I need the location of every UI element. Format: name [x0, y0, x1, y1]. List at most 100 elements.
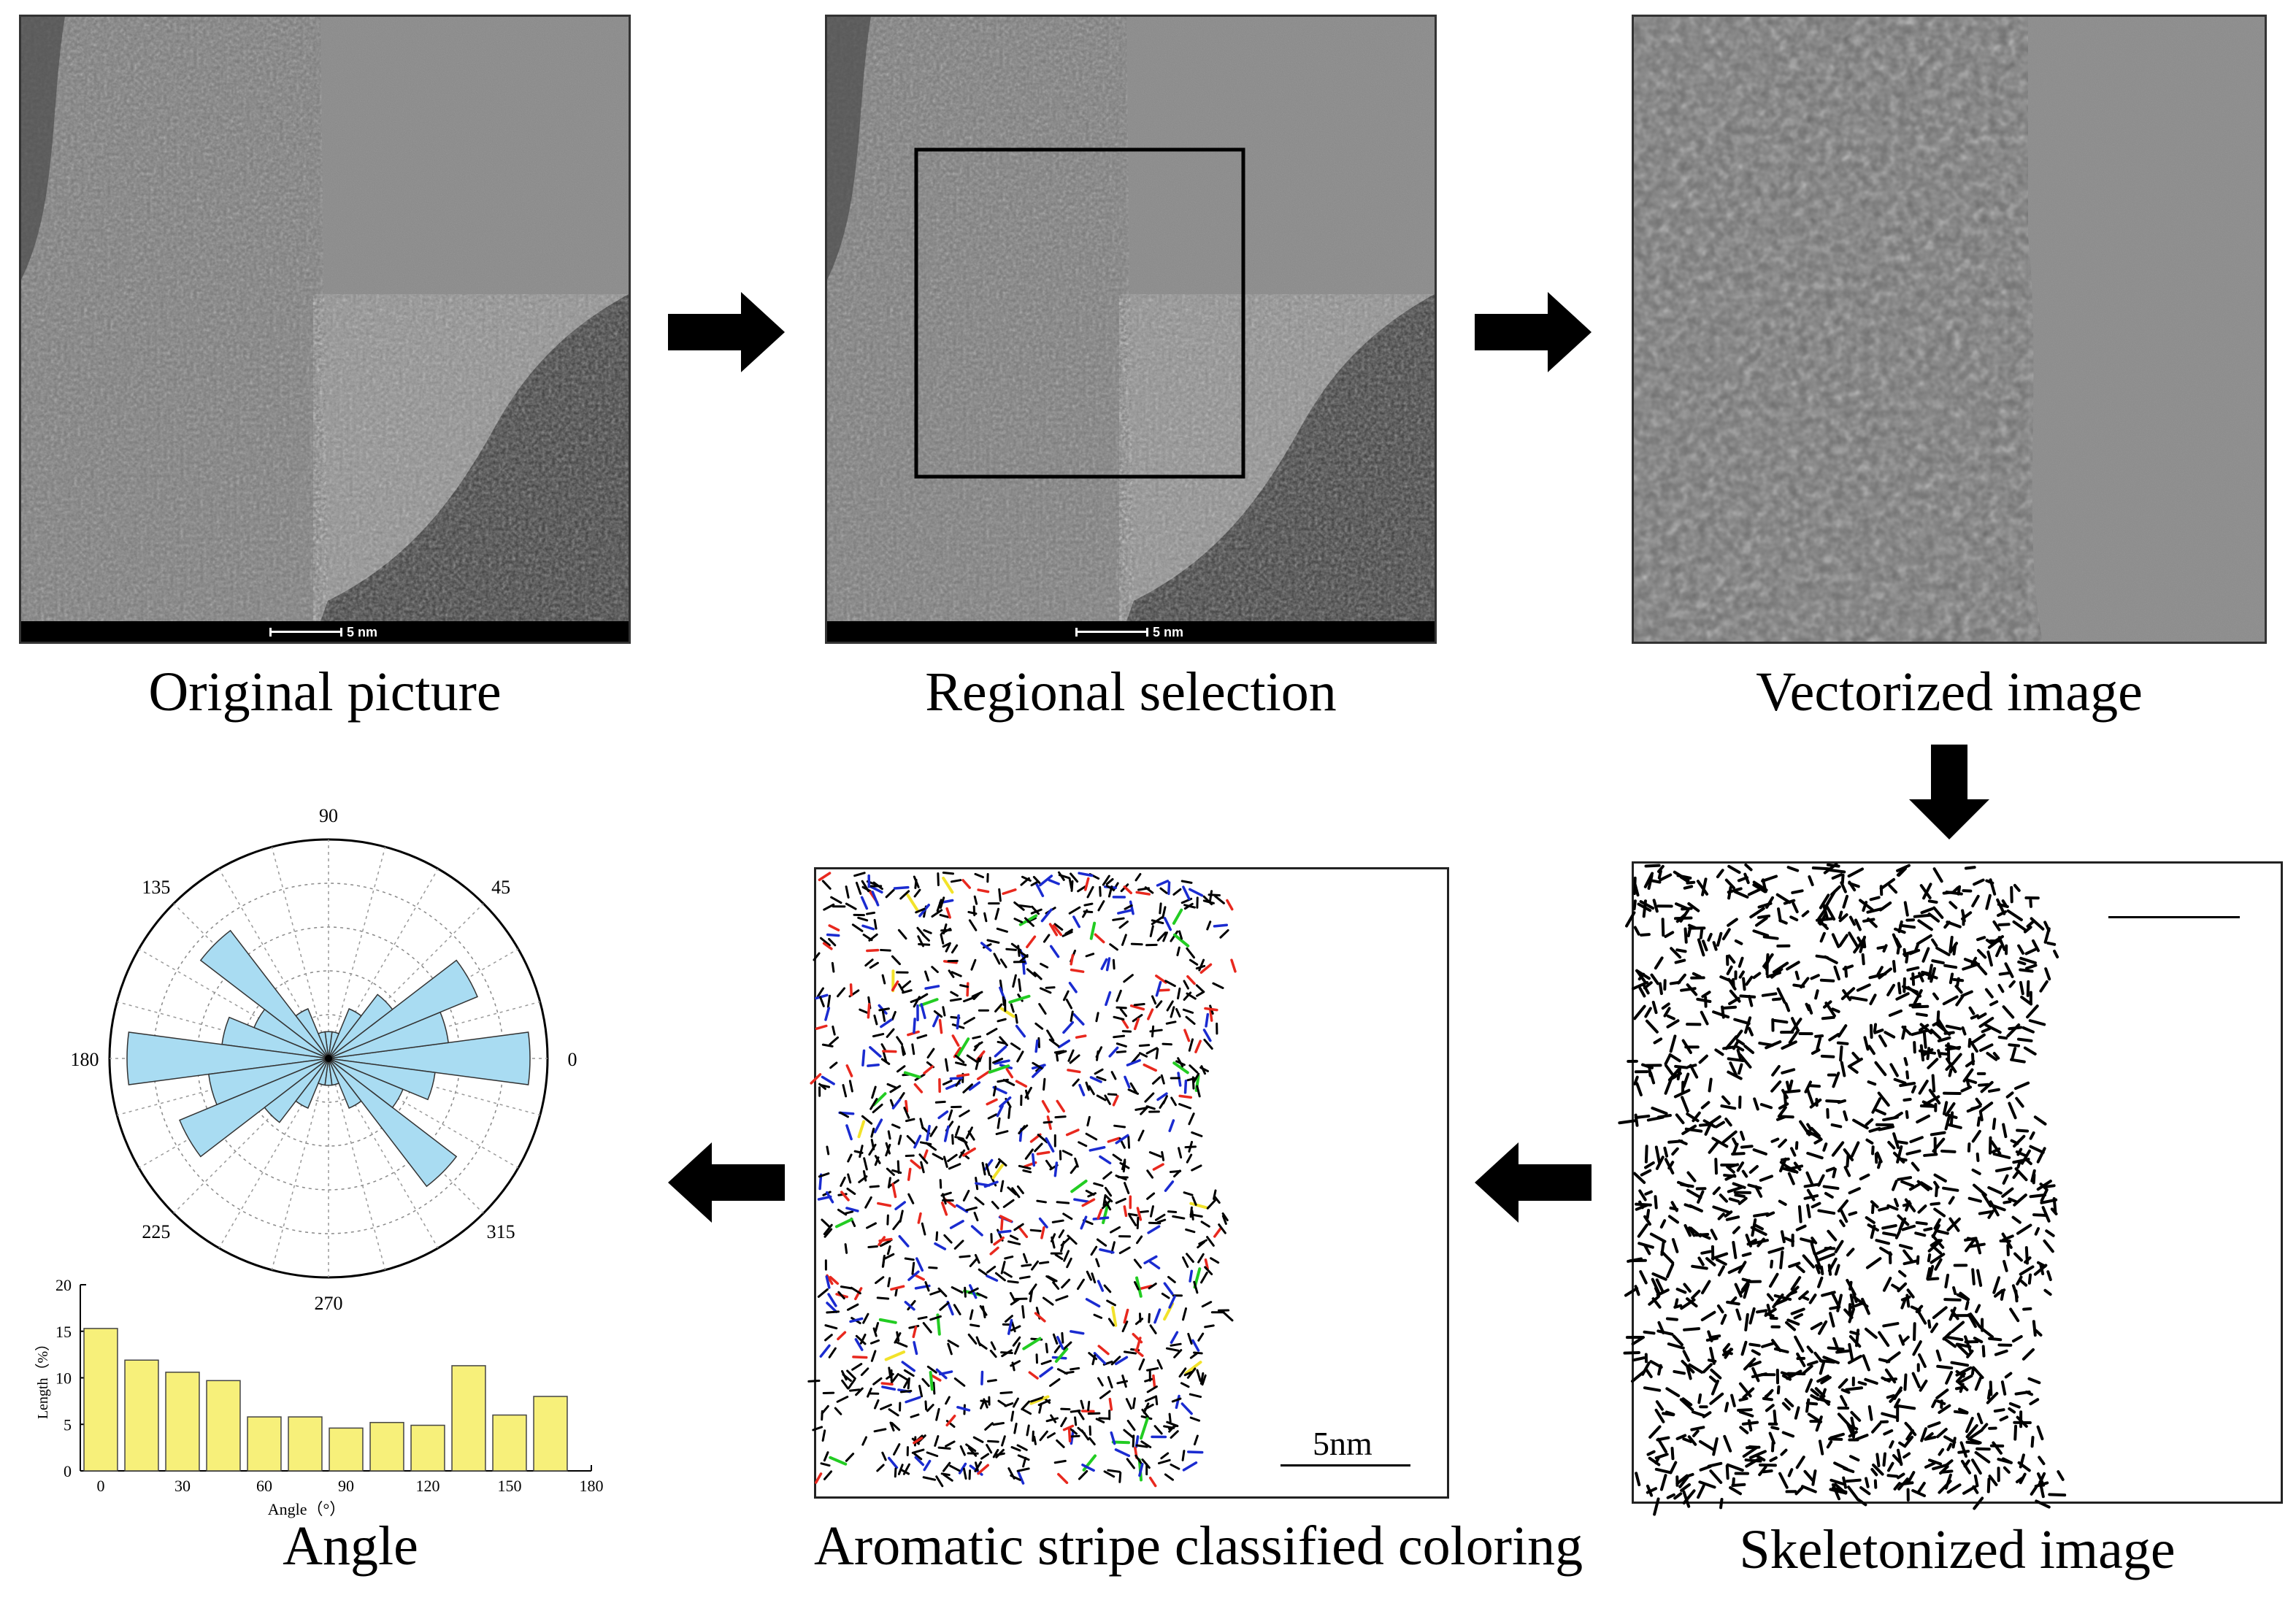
skeleton-stripe — [1711, 1137, 1729, 1148]
skeleton-stripe — [1893, 1482, 1901, 1491]
skeleton-stripe — [1992, 1052, 2000, 1060]
skeleton-stripe — [2029, 1193, 2047, 1199]
aromatic-stripe — [1149, 1324, 1157, 1334]
skeleton-stripe — [1827, 1229, 1838, 1242]
aromatic-stripe — [816, 987, 824, 998]
skeleton-stripe — [1862, 918, 1875, 923]
skeleton-stripe — [1716, 869, 1724, 879]
aromatic-stripe — [924, 970, 930, 982]
aromatic-stripe — [1114, 1356, 1129, 1366]
skeleton-stripe — [1838, 910, 1843, 920]
aromatic-stripe — [1125, 1398, 1133, 1410]
skeleton-stripe — [1697, 1484, 1705, 1499]
skeleton-stripe — [1976, 1412, 1984, 1425]
aromatic-stripe — [841, 1369, 848, 1381]
aromatic-stripe — [959, 1445, 966, 1456]
aromatic-stripe — [1029, 1229, 1042, 1232]
skeleton-stripe — [1667, 1139, 1683, 1144]
aromatic-stripe — [970, 1323, 980, 1328]
skeleton-stripe — [1654, 1467, 1673, 1475]
skeleton-stripe — [1771, 997, 1781, 1002]
bar — [492, 1414, 527, 1472]
aromatic-stripe — [1163, 1282, 1174, 1296]
skeleton-stripe — [1666, 1263, 1675, 1279]
aromatic-stripe — [1058, 874, 1070, 880]
aromatic-stripe — [933, 1010, 943, 1018]
skeleton-stripe — [1681, 1359, 1695, 1374]
skeleton-stripe — [1930, 966, 1936, 983]
aromatic-stripe — [989, 1349, 997, 1358]
aromatic-stripe — [1193, 1434, 1199, 1446]
skeleton-stripe — [1740, 1340, 1748, 1356]
selection-box — [914, 147, 1245, 479]
skeleton-stripe — [1779, 1250, 1784, 1269]
aromatic-stripe — [972, 905, 976, 917]
skeleton-stripe — [1727, 954, 1736, 964]
aromatic-stripe — [837, 1208, 848, 1216]
skeleton-stripe — [1897, 1472, 1905, 1480]
aromatic-stripe — [1193, 1280, 1199, 1294]
aromatic-stripe — [821, 1075, 835, 1085]
aromatic-stripe — [820, 937, 831, 947]
skeleton-stripe — [1896, 864, 1911, 872]
aromatic-stripe — [1136, 1235, 1143, 1245]
aromatic-stripe — [928, 1266, 938, 1269]
aromatic-stripe — [1018, 978, 1022, 992]
skeleton-stripe — [1740, 1145, 1754, 1149]
vectorized-image-panel — [1632, 15, 2267, 644]
skeleton-stripe — [1956, 1380, 1969, 1391]
skeleton-stripe — [1652, 899, 1659, 913]
skeleton-stripe — [1967, 1142, 1971, 1153]
scale-bar-tick-right — [1146, 628, 1148, 637]
skeleton-stripe — [1753, 1212, 1770, 1218]
aromatic-stripe — [931, 909, 943, 918]
aromatic-stripe — [940, 896, 945, 909]
aromatic-stripe — [873, 1399, 880, 1410]
aromatic-stripe — [886, 1167, 895, 1176]
aromatic-stripe — [1130, 942, 1143, 946]
aromatic-stripe — [1178, 1367, 1187, 1378]
aromatic-stripe — [824, 1324, 838, 1330]
aromatic-stripe — [1144, 1396, 1156, 1402]
skeleton-stripe — [2013, 1081, 2030, 1091]
x-tick-label: 30 — [174, 1477, 191, 1495]
aromatic-stripe — [1076, 1278, 1085, 1291]
skeleton-stripe — [1711, 1380, 1719, 1396]
skeleton-stripe — [2013, 883, 2021, 892]
skeleton-stripe — [1795, 1456, 1805, 1469]
skeleton-stripe — [1815, 1264, 1821, 1275]
aromatic-stripe — [1075, 1034, 1087, 1039]
skeleton-stripe — [1920, 1427, 1927, 1442]
skeleton-stripe — [1926, 1277, 1940, 1281]
aromatic-stripe — [1201, 1301, 1213, 1308]
aromatic-stripe — [1007, 1318, 1013, 1335]
skeleton-stripe — [1665, 1387, 1681, 1398]
rose-petal — [328, 993, 393, 1059]
skeleton-stripe — [1882, 1452, 1887, 1467]
skeleton-stripe — [1992, 1441, 2003, 1455]
skeleton-stripe — [2006, 909, 2023, 922]
aromatic-stripe — [922, 1476, 937, 1481]
aromatic-stripe — [822, 942, 833, 950]
aromatic-stripe — [825, 1191, 834, 1204]
aromatic-stripe — [943, 1234, 953, 1244]
aromatic-stripe — [1081, 1198, 1096, 1207]
skeleton-stripe — [1836, 1293, 1843, 1312]
aromatic-stripe — [1171, 1397, 1182, 1403]
aromatic-stripe — [1107, 1137, 1121, 1143]
skeleton-stripe — [1848, 1211, 1858, 1216]
skeleton-stripe — [1882, 1115, 1899, 1122]
aromatic-stripe — [1195, 984, 1205, 993]
aromatic-stripe — [828, 924, 840, 931]
skeleton-stripe — [1773, 1018, 1789, 1024]
aromatic-stripe — [1024, 917, 1034, 927]
aromatic-stripe — [1074, 1157, 1079, 1168]
aromatic-stripe — [934, 1242, 947, 1250]
skeleton-stripe — [1806, 1151, 1824, 1160]
skeleton-stripe — [1711, 1252, 1729, 1261]
aromatic-stripe — [1172, 908, 1183, 925]
skeleton-stripe — [1905, 1293, 1911, 1308]
skeleton-stripe — [1700, 1101, 1711, 1110]
aromatic-stripe — [1085, 1081, 1090, 1091]
aromatic-stripe — [880, 1058, 891, 1066]
